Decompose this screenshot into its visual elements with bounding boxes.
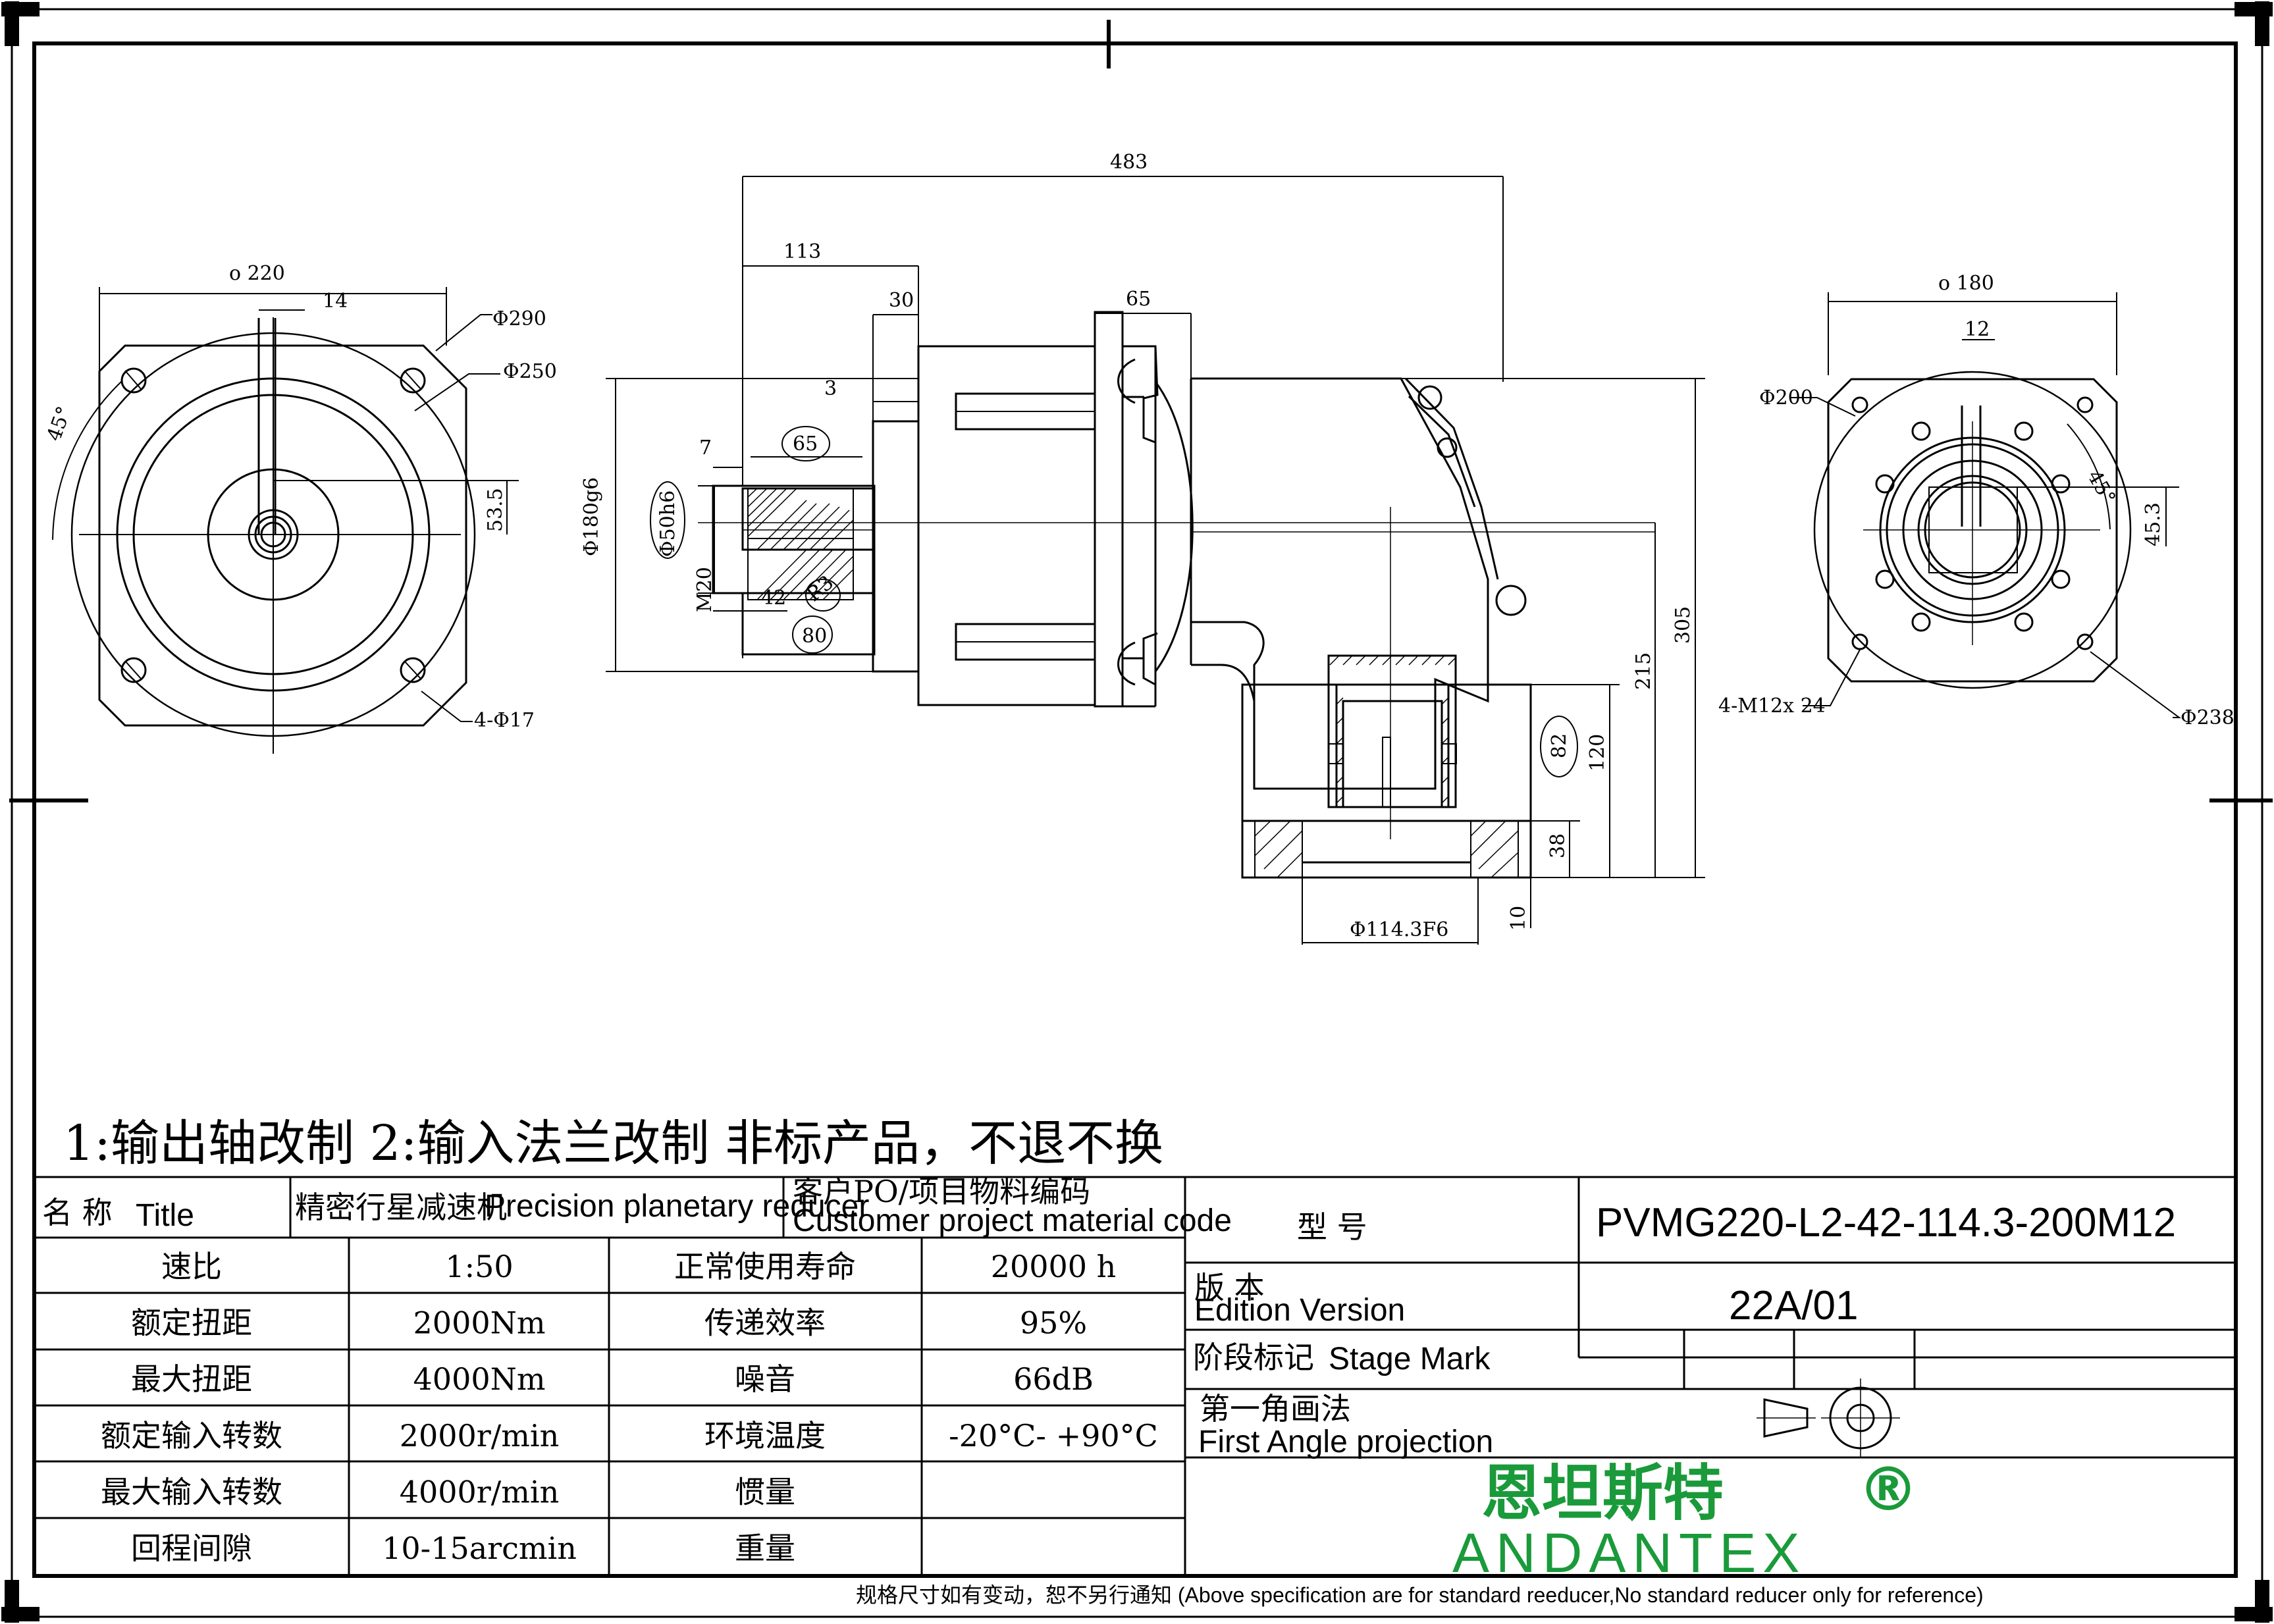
spec-label-0-0: 速比 bbox=[161, 1249, 222, 1284]
dim-phi200: Φ200 bbox=[1759, 386, 1813, 409]
spec-value-1-3: 95% bbox=[1020, 1305, 1087, 1341]
po-label-en: Customer project material code bbox=[793, 1203, 1232, 1238]
spec-label-2-2: 噪音 bbox=[735, 1361, 795, 1397]
spec-label-5-0: 回程间隙 bbox=[131, 1531, 252, 1566]
spec-label-3-2: 环境温度 bbox=[704, 1418, 826, 1454]
center-dimension-lines bbox=[606, 176, 1705, 945]
dim-45deg-right: 45° bbox=[2082, 467, 2120, 509]
spec-label-0-2: 正常使用寿命 bbox=[674, 1249, 856, 1284]
spec-value-5-1: 10-15arcmin bbox=[382, 1531, 577, 1566]
dim-120: 120 bbox=[1586, 734, 1609, 772]
dim-4-m12x24: 4-M12x 24 bbox=[1718, 694, 1826, 718]
dim-m20: M20 bbox=[693, 567, 716, 612]
dim-12: 12 bbox=[1965, 318, 1990, 341]
dim-65: 65 bbox=[1126, 288, 1151, 311]
first-angle-projection-icon bbox=[1757, 1378, 1900, 1457]
modification-note: 1:输出轴改制 2:输入法兰改制 非标产品，不退不换 bbox=[63, 1115, 1163, 1172]
dim-53-5: 53.5 bbox=[484, 488, 507, 532]
spec-label-5-2: 重量 bbox=[735, 1531, 795, 1566]
dim-o180: ο 180 bbox=[1938, 272, 1994, 295]
spec-label-2-0: 最大扭距 bbox=[131, 1361, 252, 1397]
dim-phi250: Φ250 bbox=[503, 360, 557, 383]
dim-7: 7 bbox=[699, 436, 712, 459]
brand-logo-en: ANDANTEX bbox=[1452, 1522, 1806, 1584]
dim-4-phi17: 4-Φ17 bbox=[474, 709, 535, 732]
title-label-en: Title bbox=[136, 1198, 194, 1233]
spec-table: 速比 1:50 正常使用寿命 20000 h 额定扭距 2000Nm 传递效率 95% 最大扭距… bbox=[101, 1249, 1158, 1566]
version-value: 22A/01 bbox=[1729, 1283, 1859, 1328]
left-flange-view bbox=[52, 287, 519, 754]
dim-o220: ο 220 bbox=[229, 262, 285, 285]
projection-label-cn: 第一角画法 bbox=[1200, 1391, 1351, 1427]
dim-30: 30 bbox=[889, 289, 914, 312]
dim-45-3: 45.3 bbox=[2142, 502, 2165, 546]
title-label-cn: 名 称 bbox=[42, 1195, 113, 1230]
spec-value-0-3: 20000 h bbox=[991, 1249, 1117, 1284]
version-label-cn: 版 本 bbox=[1194, 1270, 1265, 1305]
dim-phi114-3f6: Φ114.3F6 bbox=[1350, 918, 1448, 941]
left-view-dimensions: ο 220 14 Φ290 Φ250 45° 53.5 4-Φ17 bbox=[43, 262, 557, 732]
center-view-dimensions: 483 113 30 65 3 7 65 Φ180g6 Φ50h6 M20 42… bbox=[580, 151, 1695, 941]
dim-10: 10 bbox=[1507, 906, 1530, 931]
spec-value-1-1: 2000Nm bbox=[413, 1305, 546, 1341]
spec-value-3-3: -20°C- +90°C bbox=[949, 1418, 1158, 1454]
dim-82: 82 bbox=[1548, 733, 1571, 758]
dim-phi290: Φ290 bbox=[492, 307, 546, 330]
dim-113: 113 bbox=[783, 240, 821, 263]
dim-80: 80 bbox=[802, 625, 827, 648]
center-side-view bbox=[698, 311, 1655, 879]
brand-registered-mark: ® bbox=[1858, 1454, 1918, 1525]
projection-label-en: First Angle projection bbox=[1198, 1425, 1493, 1459]
dim-45deg: 45° bbox=[43, 404, 76, 444]
right-view-dimensions: ο 180 12 Φ200 45° 45.3 4-M12x 24 Φ238 bbox=[1718, 272, 2234, 729]
title-block-text: 名 称 Title 精密行星减速机 Precision planetary re… bbox=[42, 1174, 2176, 1459]
title-block-grid bbox=[34, 1176, 2236, 1576]
dim-phi238: Φ238 bbox=[2181, 706, 2234, 729]
spec-label-1-0: 额定扭距 bbox=[131, 1305, 252, 1341]
dim-38: 38 bbox=[1547, 833, 1570, 858]
spec-value-2-3: 66dB bbox=[1013, 1361, 1094, 1397]
dim-phi50h6: Φ50h6 bbox=[656, 490, 679, 557]
stage-label-cn: 阶段标记 bbox=[1193, 1340, 1314, 1375]
brand-logo-cn: 恩坦斯特 bbox=[1481, 1458, 1724, 1529]
spec-label-4-2: 惯量 bbox=[735, 1474, 795, 1509]
stage-label-en: Stage Mark bbox=[1329, 1342, 1491, 1376]
spec-label-1-2: 传递效率 bbox=[704, 1305, 826, 1341]
spec-value-4-1: 4000r/min bbox=[400, 1474, 560, 1509]
dim-215: 215 bbox=[1632, 652, 1655, 690]
right-end-view bbox=[1789, 292, 2182, 718]
dim-phi180g6: Φ180g6 bbox=[580, 477, 603, 556]
dim-305: 305 bbox=[1672, 606, 1695, 644]
version-label-en: Edition Version bbox=[1194, 1293, 1405, 1328]
spec-label-3-0: 额定输入转数 bbox=[101, 1418, 282, 1454]
product-name-en: Precision planetary reducer bbox=[485, 1189, 869, 1224]
dim-483: 483 bbox=[1110, 151, 1148, 174]
brand-logo: 恩坦斯特 ® ANDANTEX bbox=[1452, 1454, 1918, 1584]
po-label-cn: 客户PO/项目物料编码 bbox=[793, 1174, 1090, 1209]
dim-3: 3 bbox=[824, 377, 837, 400]
footer-disclaimer: 规格尺寸如有变动，恕不另行通知 (Above specification are… bbox=[856, 1583, 1984, 1607]
dim-42: 42 bbox=[761, 587, 786, 610]
model-value: PVMG220-L2-42-114.3-200M12 bbox=[1596, 1200, 2176, 1245]
spec-value-0-1: 1:50 bbox=[445, 1249, 513, 1284]
product-name-cn: 精密行星减速机 bbox=[295, 1190, 507, 1225]
spec-label-4-0: 最大输入转数 bbox=[101, 1474, 282, 1509]
spec-value-3-1: 2000r/min bbox=[400, 1418, 560, 1454]
dim-14: 14 bbox=[323, 290, 348, 313]
spec-value-2-1: 4000Nm bbox=[413, 1361, 546, 1397]
model-label: 型 号 bbox=[1297, 1209, 1367, 1245]
dim-65-shaft: 65 bbox=[793, 432, 818, 456]
